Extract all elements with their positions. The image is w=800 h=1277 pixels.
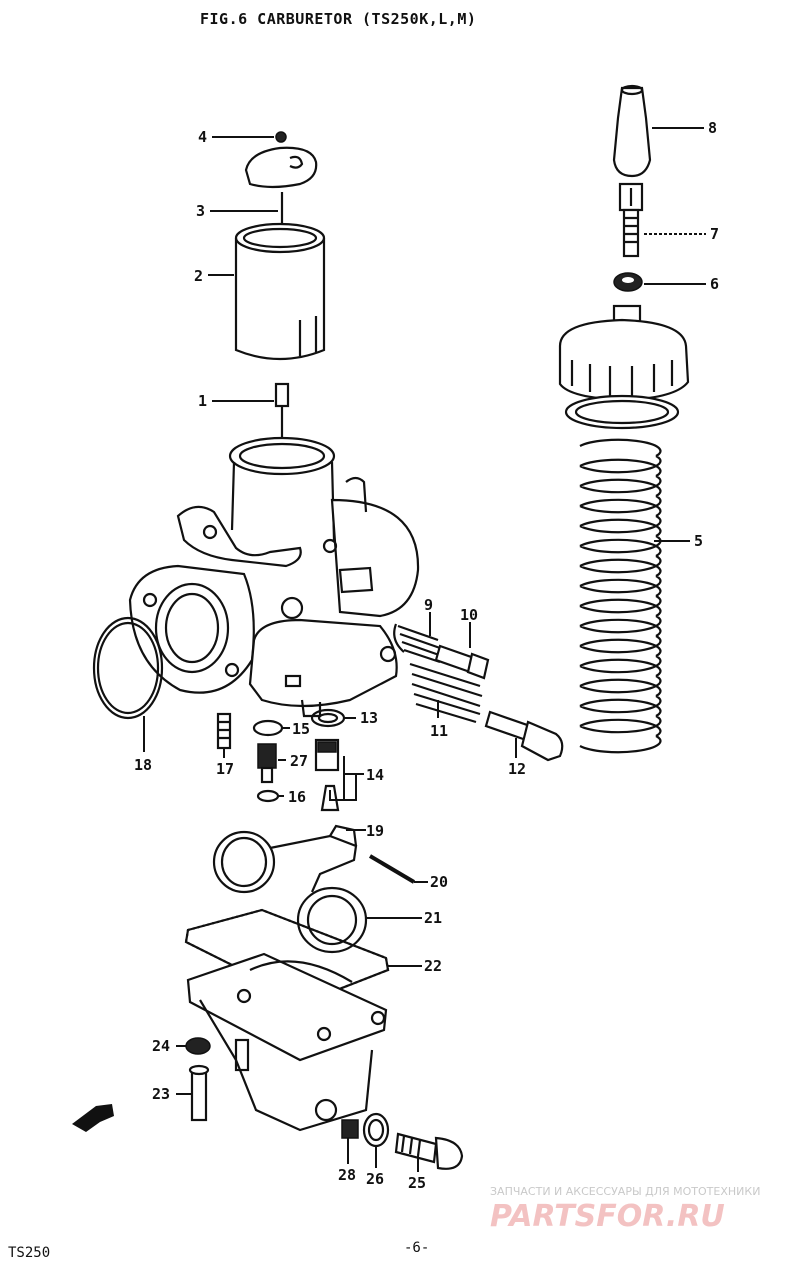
figure-title: FIG.6 CARBURETOR (TS250K,L,M) — [200, 10, 476, 28]
front-arrow-icon — [72, 1104, 114, 1132]
part-28-plug — [341, 1119, 359, 1139]
callout-5: 5 — [694, 532, 703, 550]
callout-18: 18 — [134, 756, 152, 774]
part-19-float-arm — [259, 824, 358, 893]
mixing-chamber-cap — [558, 304, 690, 430]
part-7-adjuster — [618, 182, 644, 258]
callout-1: 1 — [198, 392, 207, 410]
callout-23: 23 — [152, 1085, 170, 1103]
part-25-drain-screw — [394, 1132, 464, 1170]
callout-11: 11 — [430, 722, 448, 740]
callout-17: 17 — [216, 760, 234, 778]
callout-8: 8 — [708, 119, 717, 137]
part-26-gasket — [362, 1112, 390, 1148]
part-12-throttle-stop-screw — [484, 710, 564, 762]
callout-14: 14 — [366, 766, 384, 784]
callout-22: 22 — [424, 957, 442, 975]
callout-4: 4 — [198, 128, 207, 146]
part-15-washer — [252, 719, 284, 737]
part-23-screw — [188, 1064, 210, 1122]
callout-2: 2 — [194, 267, 203, 285]
part-8-cap-top — [612, 84, 652, 178]
part-16-washer — [256, 789, 280, 803]
callout-19: 19 — [366, 822, 384, 840]
callout-16: 16 — [288, 788, 306, 806]
callout-21: 21 — [424, 909, 442, 927]
callout-12: 12 — [508, 760, 526, 778]
part-20-pin — [368, 854, 416, 884]
watermark-tagline: ЗАПЧАСТИ И АКСЕССУАРЫ ДЛЯ МОТОТЕХНИКИ — [490, 1185, 760, 1198]
footer-page-number: -6- — [404, 1240, 429, 1256]
part-2-throttle-valve — [234, 222, 326, 361]
part-9-spring — [393, 623, 443, 664]
float-chamber — [186, 952, 388, 1132]
part-11-spring — [409, 662, 483, 724]
part-4-screw — [275, 131, 287, 143]
callout-13: 13 — [360, 709, 378, 727]
callout-25: 25 — [408, 1174, 426, 1192]
watermark-logo: PARTSFOR.RU — [490, 1199, 725, 1234]
part-27-jet — [257, 743, 277, 784]
callout-27: 27 — [290, 752, 308, 770]
leader-lines — [143, 127, 706, 1172]
part-17-jet — [216, 712, 232, 750]
callout-3: 3 — [196, 202, 205, 220]
part-6-nut — [613, 272, 643, 292]
part-5-spring — [579, 438, 662, 754]
callout-labels: 4 3 2 1 8 7 6 5 9 10 11 12 13 14 15 16 1… — [134, 119, 719, 1192]
callout-24: 24 — [152, 1037, 170, 1055]
callout-7: 7 — [710, 225, 719, 243]
footer-model: TS250 — [8, 1245, 50, 1261]
callout-28: 28 — [338, 1166, 356, 1184]
callout-6: 6 — [710, 275, 719, 293]
callout-26: 26 — [366, 1170, 384, 1188]
callout-9: 9 — [424, 596, 433, 614]
part-18-o-ring — [92, 616, 164, 720]
part-3-plate — [244, 146, 318, 226]
callout-20: 20 — [430, 873, 448, 891]
part-22-gasket — [184, 908, 390, 1004]
part-13-washer — [310, 708, 346, 728]
carburetor-body — [128, 436, 420, 718]
part-10-pilot-screw — [434, 644, 490, 680]
part-24-washer — [185, 1037, 211, 1055]
part-21-float — [212, 830, 368, 954]
callout-15: 15 — [292, 720, 310, 738]
callout-10: 10 — [460, 606, 478, 624]
